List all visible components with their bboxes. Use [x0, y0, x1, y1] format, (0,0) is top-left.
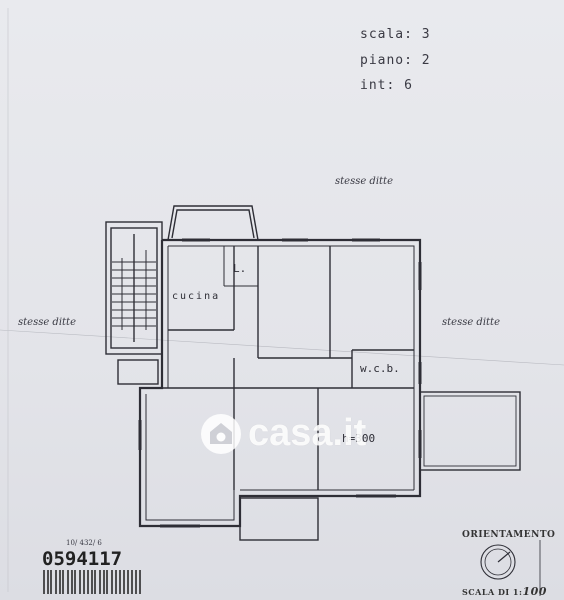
room-label-wc-small: L. — [233, 262, 247, 275]
neighbor-left-label: stesse ditte — [18, 317, 76, 328]
scale-value: 100 — [522, 585, 547, 598]
scale-label: SCALA DI 1:100 — [462, 585, 547, 598]
scale-prefix: SCALA DI 1: — [462, 587, 523, 597]
barcode-number: 0594117 — [42, 548, 123, 570]
neighbor-right-label: stesse ditte — [442, 317, 500, 328]
orientation-label: ORIENTAMENTO — [462, 530, 556, 540]
watermark-text: casa.it — [248, 412, 367, 454]
stamp-code: 10/ 432/ 6 — [66, 539, 102, 547]
neighbor-top-label: stesse ditte — [335, 176, 393, 187]
house-icon — [201, 413, 241, 454]
room-label-height: h=300 — [342, 432, 376, 445]
scala-label: scala: 3 — [360, 27, 431, 42]
int-label: int: 6 — [360, 78, 413, 93]
room-label-cucina: cucina — [172, 291, 221, 302]
piano-label: piano: 2 — [360, 53, 431, 68]
room-label-wcb: w.c.b. — [360, 362, 400, 375]
watermark-casa-it: casa.it — [200, 412, 366, 455]
